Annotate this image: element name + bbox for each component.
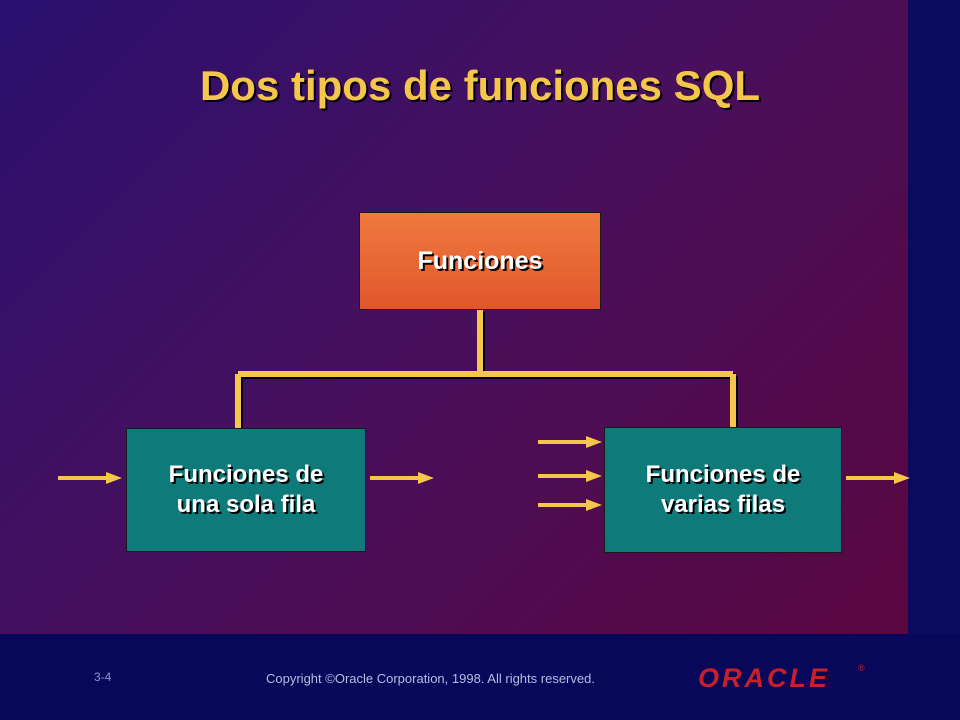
oracle-logo: ORACLE bbox=[698, 663, 830, 693]
registered-mark: ® bbox=[858, 663, 865, 673]
arrow-input-multi-1 bbox=[536, 434, 604, 450]
arrow-input-multi-2 bbox=[536, 468, 604, 484]
box-funciones: Funciones bbox=[359, 212, 601, 310]
arrow-input-single bbox=[56, 470, 124, 486]
tree-connectors bbox=[235, 310, 738, 430]
page-number: 3-4 bbox=[94, 670, 112, 684]
copyright-text: Copyright ©Oracle Corporation, 1998. All… bbox=[266, 671, 595, 686]
arrow-output-single bbox=[368, 470, 436, 486]
arrow-output-multi bbox=[844, 470, 912, 486]
box-multi-row-functions: Funciones de varias filas bbox=[604, 427, 842, 553]
right-band bbox=[908, 0, 960, 634]
box-single-row-functions: Funciones de una sola fila bbox=[126, 428, 366, 552]
arrow-input-multi-3 bbox=[536, 497, 604, 513]
slide-title: Dos tipos de funciones SQL bbox=[199, 62, 761, 109]
footer-band bbox=[0, 634, 960, 720]
